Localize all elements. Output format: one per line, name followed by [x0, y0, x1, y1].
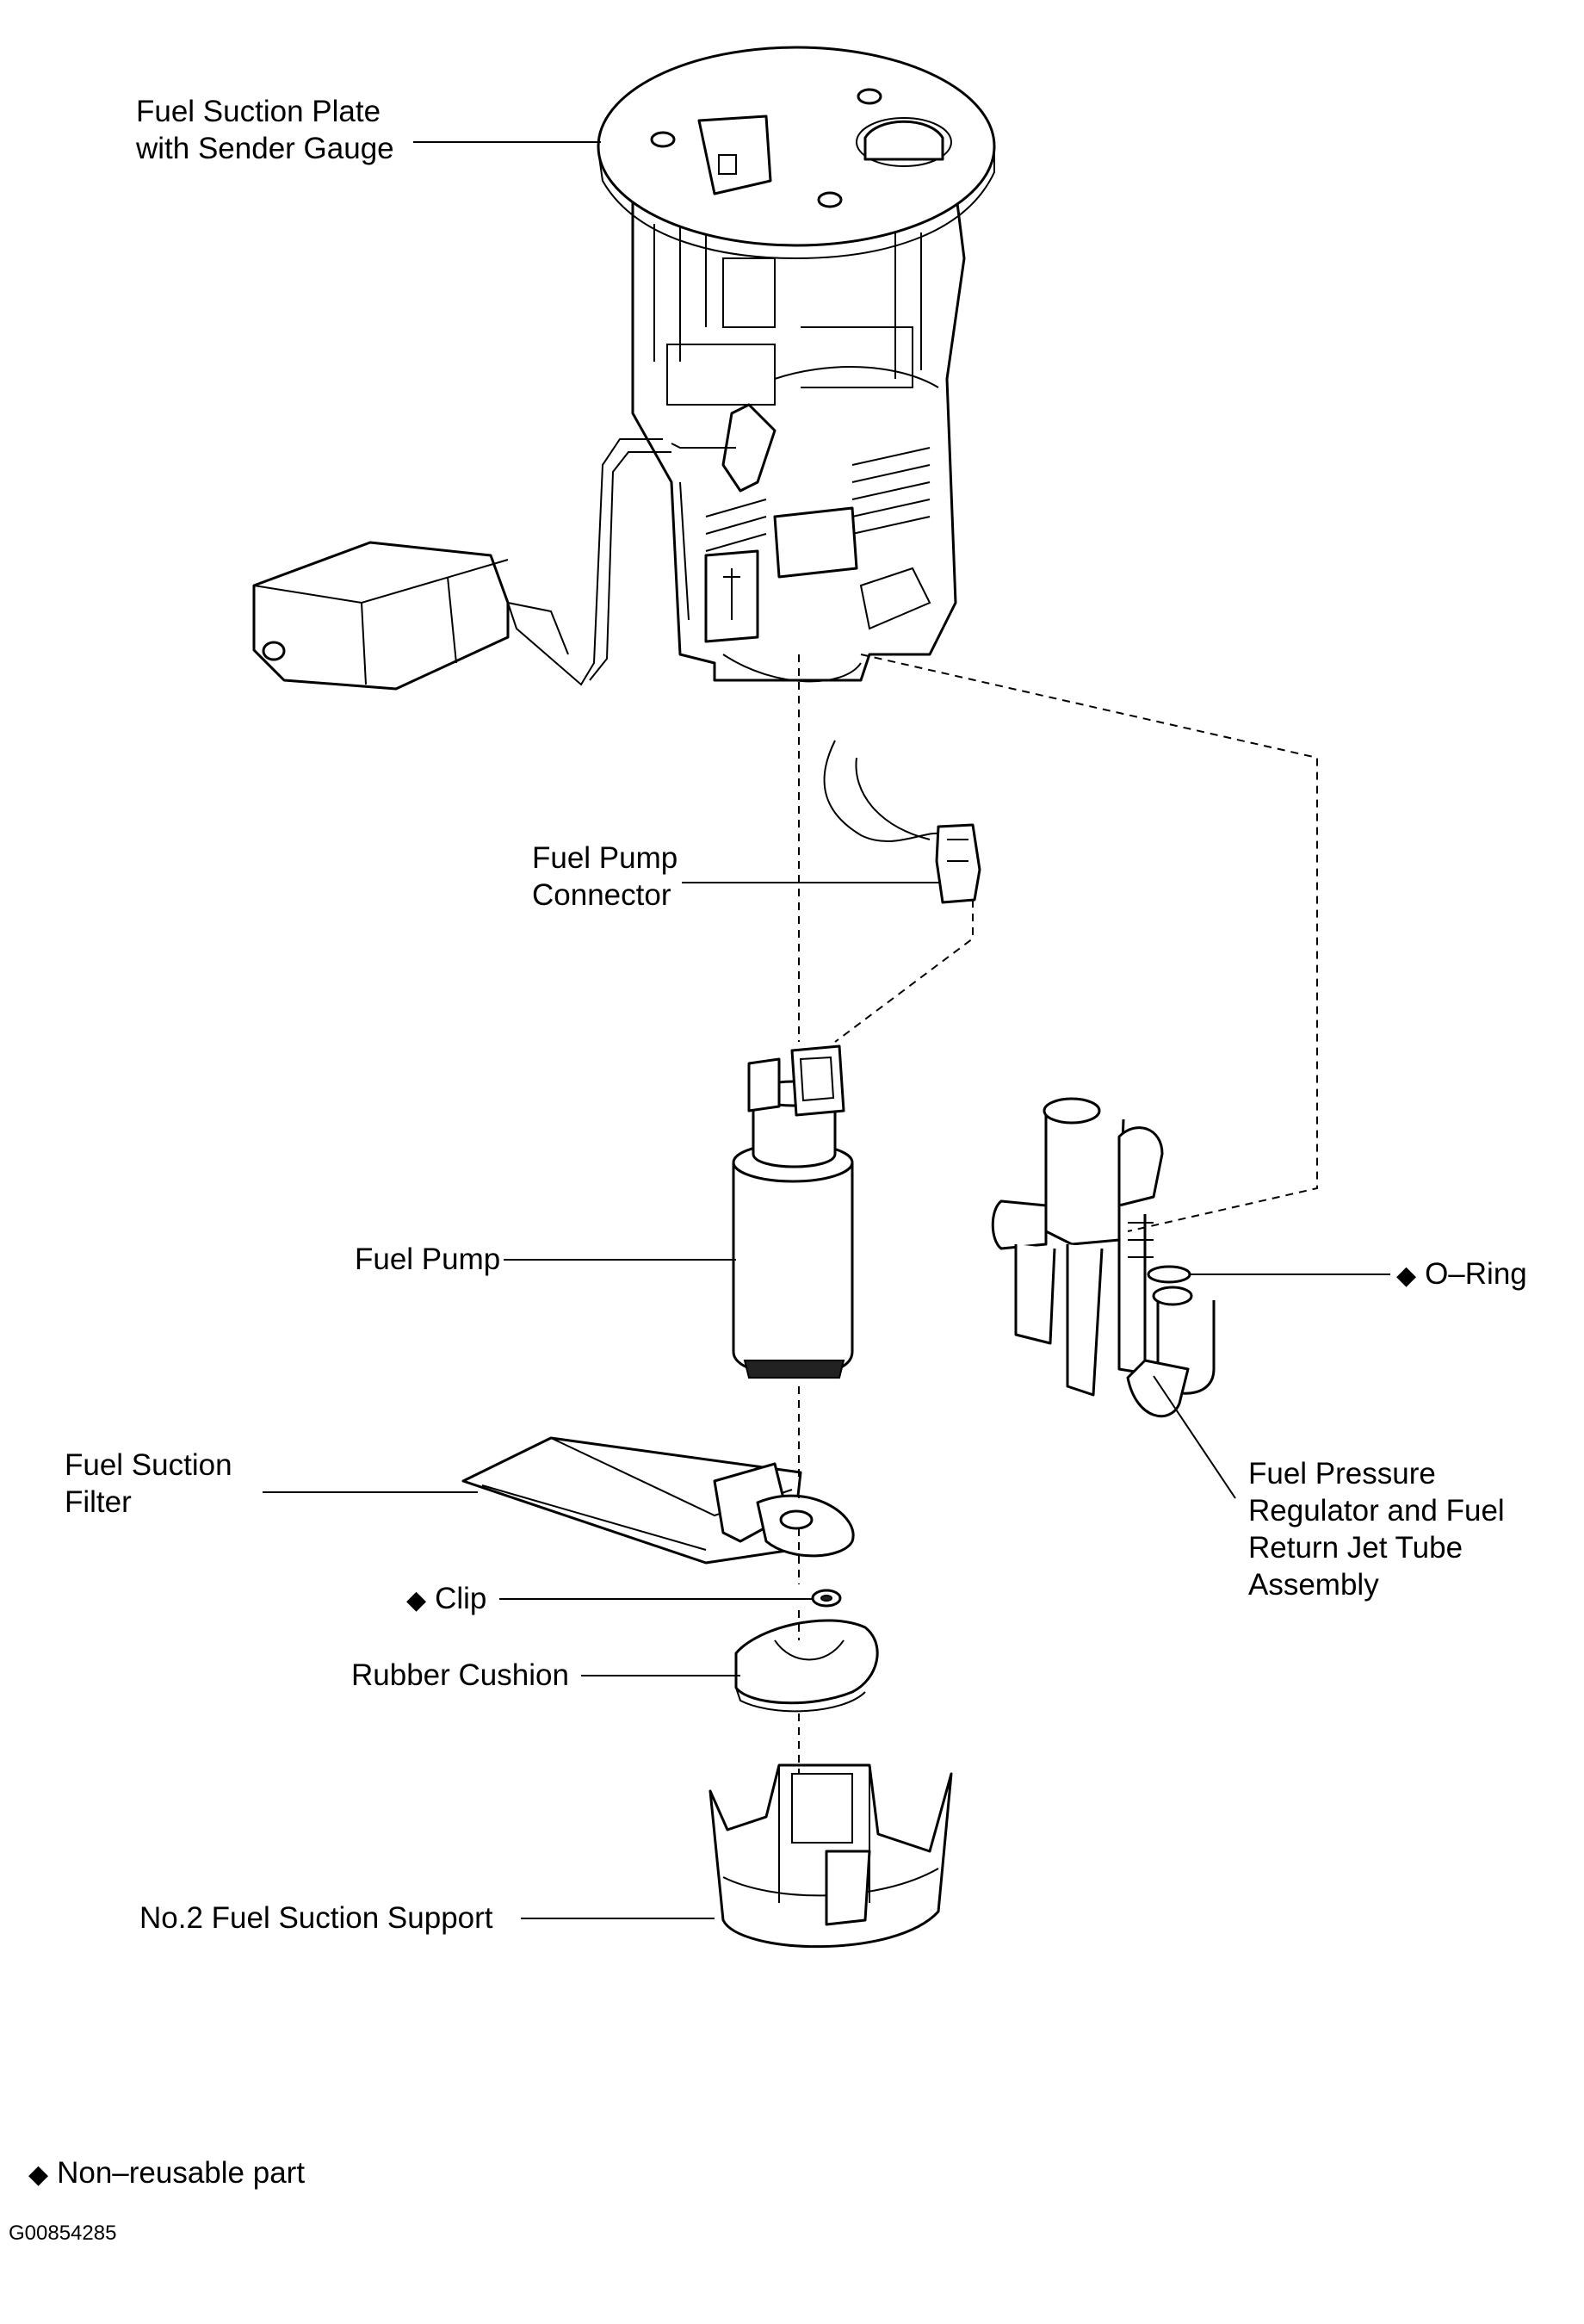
rubber-cushion-part: [734, 1619, 879, 1713]
label-fuel-suction-filter-line-1: Fuel Suction: [65, 1448, 232, 1482]
fuel-pressure-regulator-assembly: [991, 1097, 1216, 1418]
clip-part: [811, 1589, 842, 1608]
diamond-icon: ◆: [406, 1586, 427, 1614]
label-fuel-pressure-regulator-line-2: Regulator and Fuel: [1248, 1494, 1505, 1528]
label-fuel-pressure-regulator-line-3: Return Jet Tube: [1248, 1531, 1463, 1565]
legend: ◆ Non–reusable part: [28, 2154, 305, 2193]
label-fuel-pressure-regulator-line-4: Assembly: [1248, 1568, 1379, 1602]
leader-lines: [263, 141, 1390, 1919]
figure-code: G00854285: [9, 2222, 117, 2245]
fuel-suction-filter: [461, 1436, 855, 1565]
label-fuel-pressure-regulator: Fuel Pressure Regulator and Fuel Return …: [1248, 1455, 1505, 1603]
label-o-ring: ◆ O–Ring: [1396, 1255, 1527, 1294]
suction-support-part: [708, 1763, 953, 1949]
fuel-pump-connector: [823, 740, 981, 904]
label-fuel-pump-connector-line-2: Connector: [532, 878, 671, 912]
legend-text: Non–reusable part: [57, 2156, 306, 2190]
label-clip: ◆ Clip: [406, 1580, 486, 1619]
label-rubber-cushion: Rubber Cushion: [351, 1657, 569, 1694]
label-fuel-suction-plate-line-1: Fuel Suction Plate: [136, 95, 381, 128]
label-fuel-suction-filter: Fuel Suction Filter: [65, 1447, 232, 1521]
label-fuel-pressure-regulator-line-1: Fuel Pressure: [1248, 1457, 1436, 1490]
label-fuel-pump-connector-line-1: Fuel Pump: [532, 841, 678, 875]
fuel-pump: [732, 1044, 854, 1379]
diamond-icon: ◆: [28, 2160, 49, 2189]
label-clip-text: Clip: [435, 1582, 487, 1615]
fuel-suction-plate-assembly: [507, 46, 996, 686]
label-fuel-pump-text: Fuel Pump: [355, 1243, 501, 1276]
sender-gauge-float: [252, 541, 569, 691]
label-fuel-pump: Fuel Pump: [355, 1241, 500, 1278]
label-fuel-pump-connector: Fuel Pump Connector: [532, 840, 678, 914]
label-fuel-suction-filter-line-2: Filter: [65, 1485, 132, 1519]
label-suction-support-text: No.2 Fuel Suction Support: [139, 1901, 493, 1935]
label-suction-support: No.2 Fuel Suction Support: [139, 1899, 493, 1937]
diamond-icon: ◆: [1396, 1261, 1417, 1290]
label-fuel-suction-plate-line-2: with Sender Gauge: [136, 132, 394, 165]
label-o-ring-text: O–Ring: [1425, 1257, 1527, 1291]
label-rubber-cushion-text: Rubber Cushion: [351, 1658, 569, 1692]
label-fuel-suction-plate: Fuel Suction Plate with Sender Gauge: [136, 93, 394, 167]
